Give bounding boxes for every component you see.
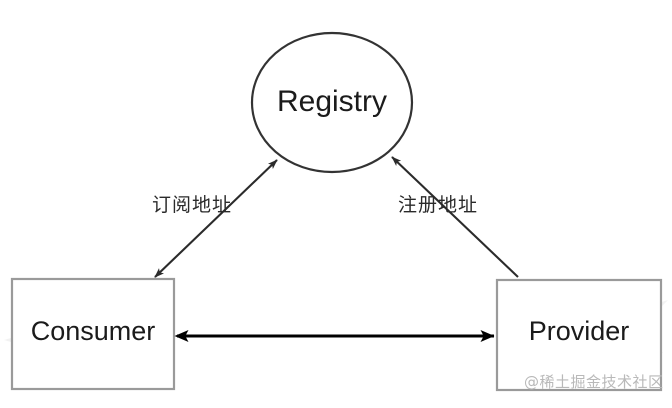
watermark-label: @稀土掘金技术社区 — [524, 373, 664, 391]
consumer-node-label: Consumer — [30, 316, 156, 346]
registry-node-label: Registry — [276, 85, 388, 118]
provider-node-shape — [495, 278, 663, 392]
edge-label-register-address: 注册地址 — [398, 194, 479, 216]
consumer-node-shape — [10, 277, 176, 391]
registry-node-shape — [250, 31, 414, 174]
edge-label-subscribe-address: 订阅地址 — [152, 194, 233, 216]
edge-provider-registry — [391, 156, 519, 278]
edge-consumer-registry — [154, 159, 278, 278]
provider-node-label: Provider — [528, 316, 630, 346]
